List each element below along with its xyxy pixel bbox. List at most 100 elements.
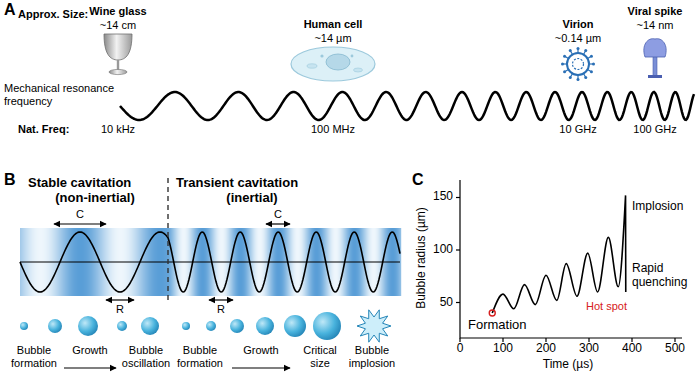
size-value: ~14 nm bbox=[637, 19, 674, 32]
row-heading: Approx. Size: bbox=[18, 8, 88, 21]
cell-nucleus bbox=[326, 54, 350, 70]
annotation: Rapid quenching bbox=[632, 262, 694, 290]
radius-curve bbox=[492, 195, 626, 313]
object-name: Wine glass bbox=[89, 5, 146, 18]
object-name: Virion bbox=[563, 18, 594, 31]
frequency-value: 10 GHz bbox=[559, 123, 596, 136]
stage-label: Bubble formation bbox=[170, 344, 230, 369]
virion-icon bbox=[561, 47, 595, 81]
formation-marker bbox=[489, 310, 495, 316]
implosion-burst bbox=[357, 310, 391, 342]
spike-stalk bbox=[653, 55, 657, 76]
tick-label: 100 bbox=[493, 342, 513, 356]
bubble bbox=[117, 321, 127, 331]
rarefaction-arrow bbox=[209, 299, 233, 300]
resonance-wave bbox=[120, 92, 694, 120]
size-value: ~0.14 µm bbox=[555, 32, 601, 45]
acoustic-wave bbox=[20, 232, 400, 292]
bubble bbox=[230, 319, 244, 333]
stage-label: Critical size bbox=[294, 344, 346, 369]
virion-spike bbox=[569, 49, 572, 52]
regime-title: Transient cavitation bbox=[176, 176, 298, 191]
annotation: Formation bbox=[468, 318, 527, 333]
size-value: ~14 µm bbox=[314, 32, 351, 45]
stage-label: Growth bbox=[243, 344, 278, 357]
virion-spike bbox=[584, 49, 587, 52]
regime-title: Stable cavitation bbox=[28, 176, 131, 191]
bubble bbox=[206, 321, 216, 331]
organelle bbox=[351, 55, 354, 58]
dimension-letter: R bbox=[116, 303, 124, 316]
virion-spike bbox=[569, 76, 572, 79]
tick-label: 200 bbox=[536, 342, 556, 356]
tick-label: 100 bbox=[433, 243, 453, 257]
row-heading: Mechanical resonance frequency bbox=[4, 82, 116, 107]
stage-label: Bubble implosion bbox=[343, 344, 401, 369]
axis-tick bbox=[456, 197, 460, 198]
growth-arrow bbox=[232, 367, 290, 368]
rarefaction-arrow bbox=[106, 299, 134, 300]
dimension-letter: R bbox=[217, 303, 225, 316]
virion-spike bbox=[584, 76, 587, 79]
bubble bbox=[78, 316, 98, 336]
growth-arrow bbox=[64, 367, 116, 368]
organelle bbox=[307, 64, 317, 68]
virion-envelope bbox=[567, 53, 589, 75]
organelle bbox=[320, 54, 323, 57]
frequency-value: 10 kHz bbox=[101, 123, 135, 136]
frequency-value: 100 MHz bbox=[311, 123, 355, 136]
human-cell-icon bbox=[291, 47, 375, 81]
bubble bbox=[256, 317, 274, 335]
bubble bbox=[182, 322, 190, 330]
glass-bowl bbox=[104, 34, 132, 60]
bubble bbox=[284, 315, 306, 337]
axis-title: Bubble radius (µm) bbox=[415, 207, 429, 309]
tick-label: 0 bbox=[457, 342, 464, 356]
viral-spike-icon bbox=[644, 39, 666, 78]
organelle bbox=[354, 68, 363, 72]
glass-base bbox=[109, 69, 127, 74]
bubble bbox=[48, 319, 62, 333]
virion-spike bbox=[590, 55, 593, 58]
annotation: Implosion bbox=[632, 200, 683, 214]
stage-label: Growth bbox=[72, 344, 107, 357]
axis-tick bbox=[456, 302, 460, 303]
pressure-band bbox=[20, 228, 401, 296]
tick-label: 500 bbox=[665, 342, 685, 356]
frequency-value: 100 GHz bbox=[633, 123, 676, 136]
object-name: Viral spike bbox=[628, 5, 683, 18]
annotation: Hot spot bbox=[586, 300, 627, 313]
virion-genome bbox=[573, 59, 584, 70]
panel-letter: C bbox=[412, 171, 424, 189]
dimension-letter: C bbox=[274, 208, 282, 221]
object-name: Human cell bbox=[304, 18, 363, 31]
baseline bbox=[20, 262, 400, 263]
pressure-stripe bbox=[400, 228, 401, 296]
regime-divider bbox=[167, 178, 168, 300]
stage-label: Bubble formation bbox=[4, 344, 64, 369]
regime-subtitle: (inertial) bbox=[226, 191, 277, 206]
stage-label: Bubble oscillation bbox=[116, 344, 176, 369]
panel-letter: B bbox=[4, 171, 16, 189]
virion-spike bbox=[577, 78, 580, 81]
virion-spike bbox=[563, 55, 566, 58]
virion-spike bbox=[561, 63, 564, 66]
panel-letter: A bbox=[4, 1, 16, 19]
virion-spike bbox=[577, 47, 580, 50]
bubble bbox=[20, 322, 28, 330]
row-heading: Nat. Freq: bbox=[18, 123, 69, 136]
axis-tick bbox=[456, 249, 460, 250]
tick-label: 50 bbox=[440, 296, 453, 310]
bubble bbox=[141, 317, 159, 335]
cell-membrane bbox=[291, 47, 375, 81]
wine-glass-icon bbox=[104, 34, 132, 75]
tick-label: 150 bbox=[433, 190, 453, 204]
bubble-row bbox=[20, 312, 341, 340]
dimension-letter: C bbox=[76, 208, 84, 221]
tick-label: 300 bbox=[579, 342, 599, 356]
compression-arrow bbox=[54, 223, 106, 224]
virion-spike bbox=[592, 63, 595, 66]
bubble bbox=[313, 312, 341, 340]
